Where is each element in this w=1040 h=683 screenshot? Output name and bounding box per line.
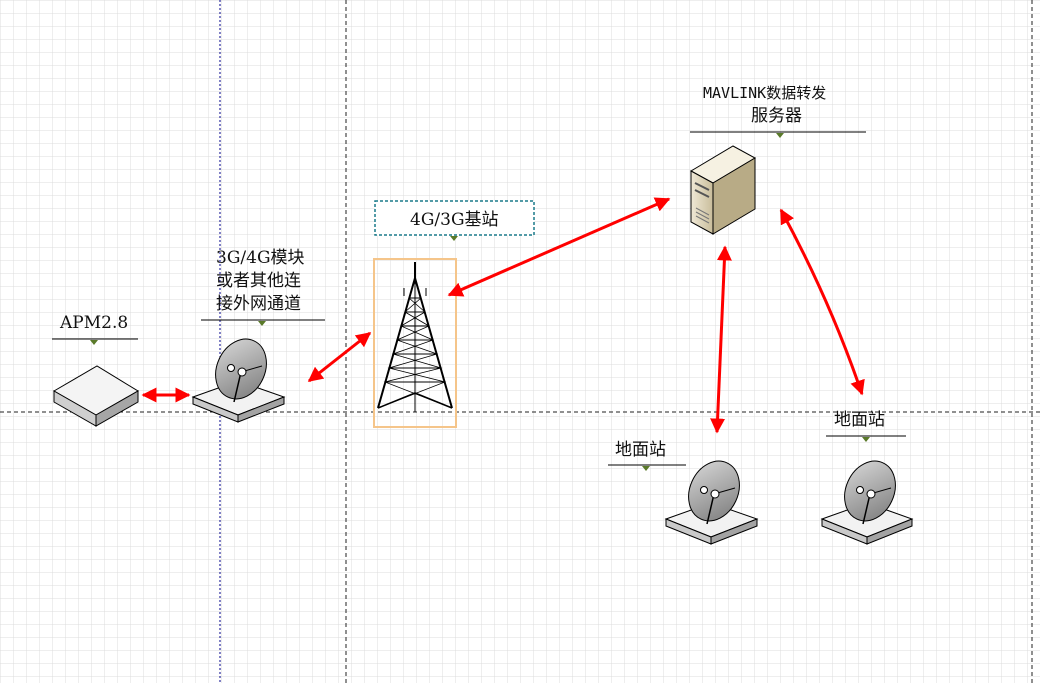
apm-label-marker	[90, 340, 98, 345]
apm-device[interactable]: APM2.8	[52, 313, 139, 427]
tower-label: 4G/3G基站	[410, 210, 499, 230]
arrow-module-tower	[307, 331, 372, 383]
server-label-line2: 服务器	[751, 106, 802, 126]
device-box-icon	[52, 365, 139, 427]
module-label-line3: 接外网通道	[216, 294, 301, 314]
arrow-server-ground1	[710, 245, 732, 434]
server-device[interactable]: MAVLINK数据转发 服务器	[689, 84, 866, 235]
ground-station-2-label: 地面站	[834, 410, 885, 430]
connection-arrows	[141, 197, 865, 434]
module-label-line2: 或者其他连	[216, 271, 301, 291]
apm-label: APM2.8	[59, 313, 128, 333]
server-icon	[689, 145, 757, 235]
satellite-dish-icon	[820, 460, 914, 545]
arrow-tower-server	[447, 197, 671, 297]
tower-selection-box	[373, 258, 457, 428]
server-label-line1: MAVLINK数据转发	[703, 84, 826, 102]
arrow-server-ground2	[779, 208, 865, 396]
radio-tower-icon	[377, 262, 453, 412]
satellite-dish-icon	[191, 338, 286, 423]
satellite-dish-icon	[664, 460, 759, 545]
ground-station-1[interactable]: 地面站	[608, 440, 759, 545]
module-device[interactable]: 3G/4G模块 或者其他连 接外网通道	[191, 248, 325, 423]
module-label-line1: 3G/4G模块	[216, 248, 305, 268]
ground-station-1-label: 地面站	[615, 440, 666, 460]
ground-station-1-marker	[642, 466, 650, 471]
ground-station-2[interactable]: 地面站	[820, 410, 914, 545]
ground-station-2-marker	[862, 437, 870, 442]
server-label-marker	[776, 133, 784, 138]
module-label-marker	[258, 321, 266, 326]
